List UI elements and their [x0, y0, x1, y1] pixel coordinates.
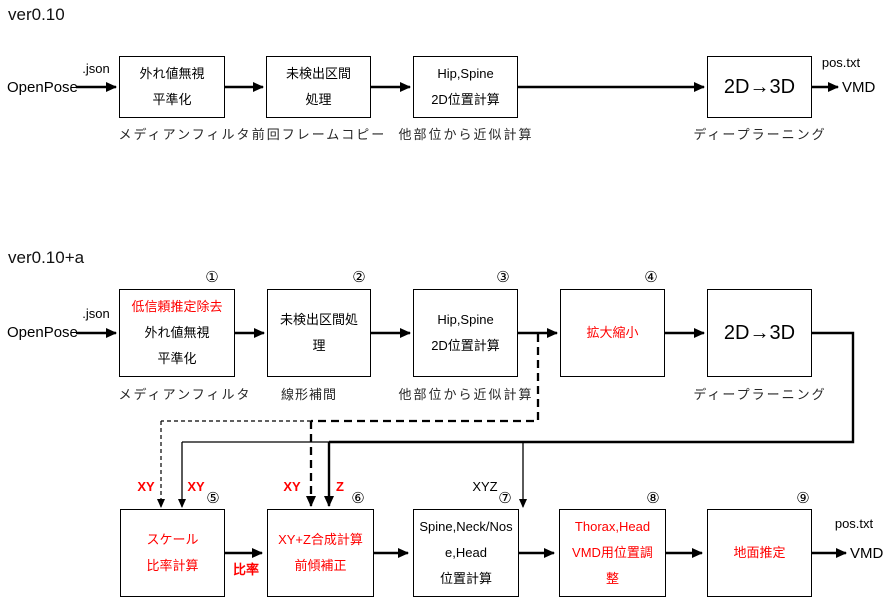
box-line: 未検出区間処 [279, 312, 358, 327]
caption-median-filter-1: メディアンフィルタ [118, 127, 252, 142]
caption-approx-from-parts-1: 他部位から近似計算 [398, 127, 534, 142]
box-line: 比率計算 [146, 558, 199, 573]
box-line: Spine,Neck/Nos [419, 519, 513, 534]
vmd-label-1: VMD [842, 79, 876, 96]
step-number-6: ⑥ [351, 490, 365, 507]
step-number-9: ⑨ [796, 490, 810, 507]
edge-label-ratio: 比率 [232, 562, 259, 577]
box-line: XY+Z合成計算 [278, 532, 363, 547]
caption-linear-interpolation: 線形補間 [280, 387, 337, 402]
step-number-5: ⑤ [206, 490, 220, 507]
solid-3d-output-routing [178, 331, 855, 508]
box-2d-to-3d-2: 2D→3D [707, 289, 812, 377]
box-2d-to-3d-1: 2D→3D [707, 56, 812, 118]
box-line: Thorax,Head [574, 519, 651, 534]
box-line: 2D位置計算 [431, 338, 500, 353]
step-number-1: ① [205, 269, 219, 286]
dashed-2d-routing [157, 334, 540, 508]
box-line: 整 [605, 571, 619, 586]
step-number-3: ③ [496, 269, 510, 286]
caption-deep-learning-2: ディープラーニング [693, 387, 827, 402]
box-line: 平準化 [157, 351, 197, 366]
openpose-label-2: OpenPose [7, 324, 78, 341]
box-step2-gap-interpolation: 未検出区間処 理 [267, 289, 371, 377]
edge-label-xy-to-step6: XY [283, 479, 301, 494]
step-number-4: ④ [644, 269, 658, 286]
caption-deep-learning-1: ディープラーニング [693, 127, 827, 142]
box-step9-ground-estimation: 地面推定 [707, 509, 812, 597]
box-step1-low-confidence-removal: 低信頼推定除去 外れ値無視 平準化 [119, 289, 235, 377]
box-line: Hip,Spine [437, 66, 494, 81]
box-step6-xyz-merge-lean-correction: XY+Z合成計算 前傾補正 [267, 509, 374, 597]
box-line: e,Head [445, 545, 487, 560]
box-line: スケール [146, 532, 199, 547]
caption-prev-frame-copy: 前回フレームコピー [251, 127, 387, 142]
edge-label-xy-dashed-to-step5: XY [137, 479, 155, 494]
pos-txt-label-1: pos.txt [821, 55, 861, 70]
box-line: 位置計算 [439, 571, 492, 586]
box-line: 2D位置計算 [431, 92, 500, 107]
box-line: 理 [312, 338, 326, 353]
box-line: 前傾補正 [294, 558, 347, 573]
box-line: 平準化 [152, 92, 192, 107]
box-line: 外れ値無視 [139, 66, 205, 81]
vmd-label-2: VMD [850, 545, 884, 562]
box-step7-spine-neck-head-position: Spine,Neck/Nos e,Head 位置計算 [413, 509, 519, 597]
box-step4-scaling: 拡大縮小 [560, 289, 665, 377]
version-010a-title: ver0.10+a [8, 248, 85, 267]
box-line: VMD用位置調 [572, 545, 653, 560]
step-number-2: ② [352, 269, 366, 286]
box-line: Hip,Spine [437, 312, 494, 327]
caption-approx-from-parts-2: 他部位から近似計算 [398, 387, 534, 402]
box-line: 拡大縮小 [586, 325, 639, 340]
box-outlier-smoothing: 外れ値無視 平準化 [119, 56, 225, 118]
box-line: 2D→3D [723, 76, 796, 98]
box-step3-hip-spine-2d: Hip,Spine 2D位置計算 [413, 289, 518, 377]
pos-txt-label-2: pos.txt [834, 516, 874, 531]
box-gap-processing: 未検出区間 処理 [266, 56, 371, 118]
caption-median-filter-2: メディアンフィルタ [118, 387, 252, 402]
box-line: 低信頼推定除去 [131, 299, 223, 314]
box-line: 処理 [305, 92, 332, 107]
box-hip-spine-2d-1: Hip,Spine 2D位置計算 [413, 56, 518, 118]
openpose-label-1: OpenPose [7, 79, 78, 96]
edge-label-z-to-step6: Z [336, 479, 344, 494]
step-number-7: ⑦ [498, 490, 512, 507]
box-step5-scale-ratio: スケール 比率計算 [120, 509, 225, 597]
box-line: 未検出区間 [285, 66, 351, 81]
version-010-title: ver0.10 [8, 5, 65, 24]
box-line: 外れ値無視 [144, 325, 210, 340]
json-label-2: .json [82, 306, 110, 321]
edge-label-xy-solid-to-step5: XY [187, 479, 205, 494]
edge-label-xyz-to-step7: XYZ [472, 479, 498, 494]
box-step8-thorax-head-vmd-adjust: Thorax,Head VMD用位置調 整 [559, 509, 666, 597]
step-number-8: ⑧ [646, 490, 660, 507]
json-label-1: .json [82, 61, 110, 76]
box-line: 地面推定 [733, 545, 786, 560]
box-line: 2D→3D [723, 322, 796, 344]
